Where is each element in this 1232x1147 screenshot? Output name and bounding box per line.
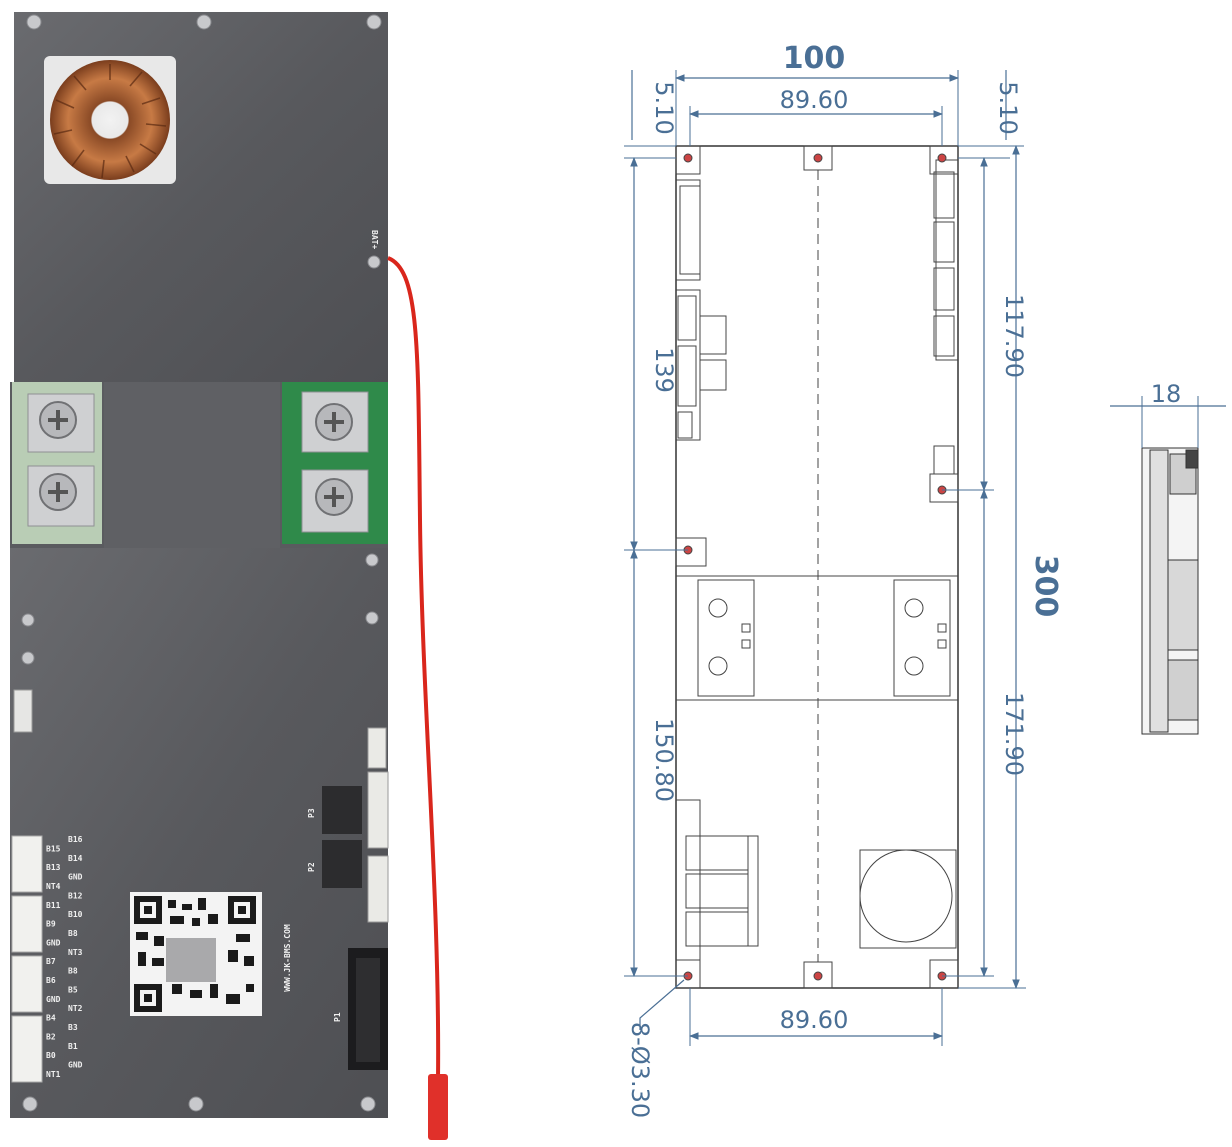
dim-margin-left: 5.10 [650, 81, 678, 134]
mounting-screw [367, 255, 381, 269]
mounting-screw [365, 553, 379, 567]
dim-height: 300 [1028, 555, 1063, 618]
dim-width: 100 [783, 41, 846, 76]
small-connector [13, 689, 33, 733]
dim-margin-right: 5.10 [994, 81, 1022, 134]
mounting-screw [188, 1096, 204, 1112]
side-connector [367, 771, 389, 849]
board-outline [675, 145, 959, 989]
dim-right-upper: 117.90 [1000, 294, 1028, 378]
pin-label: B0 [46, 1051, 56, 1060]
connector-p3-block [322, 786, 362, 834]
terminal-bolt [301, 391, 369, 453]
pin-label: B3 [68, 1023, 78, 1032]
p1-label: P1 [333, 1012, 342, 1022]
pin-label: B2 [46, 1032, 56, 1041]
pin-label: B8 [68, 929, 78, 938]
pin-label: B7 [46, 957, 56, 966]
dim-inner-bottom: 89.60 [780, 1006, 849, 1034]
pin-label: NT2 [68, 1004, 83, 1013]
technical-drawing [624, 70, 1226, 1046]
qr-code [130, 892, 262, 1016]
wire-connector [428, 1074, 448, 1140]
side-connector [367, 727, 387, 769]
dimension-labels: 100 89.60 89.60 5.10 5.10 300 139 150.80… [626, 41, 1181, 1118]
pin-label: GND [68, 1061, 83, 1070]
side-connector [367, 855, 389, 923]
pin-label: NT3 [68, 948, 83, 957]
connector-p2-block [322, 840, 362, 888]
terminal-bolt [27, 393, 95, 453]
pin-label: B9 [46, 920, 56, 929]
dim-left-upper: 139 [650, 347, 678, 393]
terminal-bolt [27, 465, 95, 527]
pin-label: B8 [68, 967, 78, 976]
p2-label: P2 [307, 862, 316, 872]
dim-hole: 8-Ø3.30 [626, 1022, 654, 1118]
pin-label: B15 [46, 844, 61, 853]
pin-label: B11 [46, 901, 61, 910]
mounting-screw [365, 611, 379, 625]
pin-label: B10 [68, 910, 83, 919]
pin-label: B13 [46, 863, 61, 872]
dim-thickness: 18 [1151, 380, 1182, 408]
pin-label: GND [68, 873, 83, 882]
dim-left-lower: 150.80 [650, 718, 678, 802]
dim-right-lower: 171.90 [1000, 692, 1028, 776]
pin-label: GND [46, 995, 61, 1004]
mounting-screw [26, 14, 42, 30]
pin-label-group: B16B15B14B13GNDNT4B12B11B10B9B8GNDNT3B7B… [46, 835, 83, 1079]
mounting-screw [21, 651, 35, 665]
pin-label: B5 [68, 985, 78, 994]
pin-label: B14 [68, 854, 83, 863]
p3-label: P3 [307, 808, 316, 818]
pin-label: B6 [46, 976, 56, 985]
red-wire [387, 256, 441, 1081]
bottom-heatsink-plate [10, 548, 388, 1118]
pin-label: NT1 [46, 1070, 61, 1079]
pin-label: B4 [46, 1014, 56, 1023]
pin-label: B1 [68, 1042, 78, 1051]
pin-label: GND [46, 938, 61, 947]
terminal-bolt [301, 469, 369, 533]
bms-board-photo: BAT+ B16B15B14B13GNDNT4B12B11B10B9B8GNDN… [10, 12, 448, 1140]
pin-label: B16 [68, 835, 83, 844]
dim-inner-top: 89.60 [780, 86, 849, 114]
toroid-inductor [50, 60, 170, 180]
balance-connectors [11, 835, 43, 1083]
website-label: WWW.JK-BMS.COM [283, 924, 292, 992]
side-profile-view [1141, 447, 1199, 735]
mounting-screw [22, 1096, 38, 1112]
bat-plus-label: BAT+ [370, 230, 379, 249]
mounting-screw [21, 613, 35, 627]
pin-label: B12 [68, 891, 83, 900]
mounting-screw [366, 14, 382, 30]
pin-label: NT4 [46, 882, 61, 891]
mounting-screw [196, 14, 212, 30]
mounting-screw [360, 1096, 376, 1112]
